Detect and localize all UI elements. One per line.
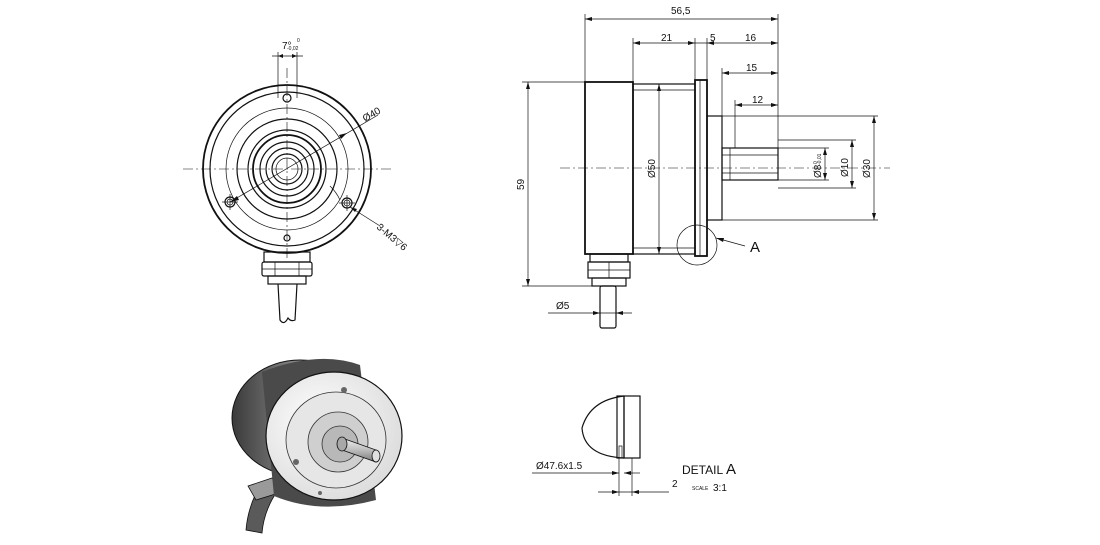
dim-shaft-15-label: 15	[746, 63, 758, 74]
front-view: 7° 0 -0,02 Ø40 3-M3▽6	[183, 38, 409, 324]
cable-gland-front	[261, 251, 313, 324]
detail-a-marker	[676, 224, 718, 266]
flange-dia-label: Ø30	[862, 159, 873, 178]
shaft-dia-sup: 0	[813, 161, 819, 164]
angle-tolerance-label: 7°	[282, 41, 292, 52]
mounting-hole-right	[339, 195, 355, 211]
body-dia-label: Ø50	[647, 159, 658, 178]
shaft-dia-label: Ø8	[813, 164, 824, 178]
cable-dia-label: Ø5	[556, 301, 570, 312]
angle-tolerance-sub: -0,02	[287, 46, 299, 52]
dim-body-label: 21	[661, 33, 673, 44]
detail-a-view: 2 Ø47.6x1.5 DETAIL A SCALE 3:1	[532, 395, 736, 496]
detail-ref-label: A	[750, 239, 760, 256]
overall-length-label: 56,5	[671, 6, 691, 17]
bolt-circle-dia-label: Ø40	[361, 105, 383, 124]
dim-flange-label: 5	[710, 33, 716, 44]
dim-shaft-12-label: 12	[752, 95, 764, 106]
dim-shaft-label: 16	[745, 33, 757, 44]
encoder-outer-circle	[202, 84, 372, 254]
hub-dia-label: Ø10	[840, 158, 851, 177]
shaft-dia-sub: -0,01	[817, 153, 823, 165]
thread-callout-label: 3-M3▽6	[374, 222, 409, 254]
isometric-view	[231, 358, 403, 534]
detail-title-prefix: DETAIL	[682, 463, 723, 477]
angle-tolerance-sup: 0	[297, 38, 300, 44]
scale-label: SCALE	[692, 486, 709, 492]
groove-width-label: 2	[672, 479, 678, 490]
detail-title-letter: A	[726, 461, 736, 478]
bottom-hole	[283, 234, 291, 242]
scale-value: 3:1	[713, 483, 727, 494]
side-view: A 56,5 21 5 16 15 12	[516, 6, 890, 329]
top-hole	[282, 93, 292, 103]
cable-gland-side	[587, 253, 631, 329]
groove-dia-label: Ø47.6x1.5	[536, 461, 583, 472]
height-label: 59	[516, 178, 527, 190]
shaft-side	[721, 147, 779, 181]
